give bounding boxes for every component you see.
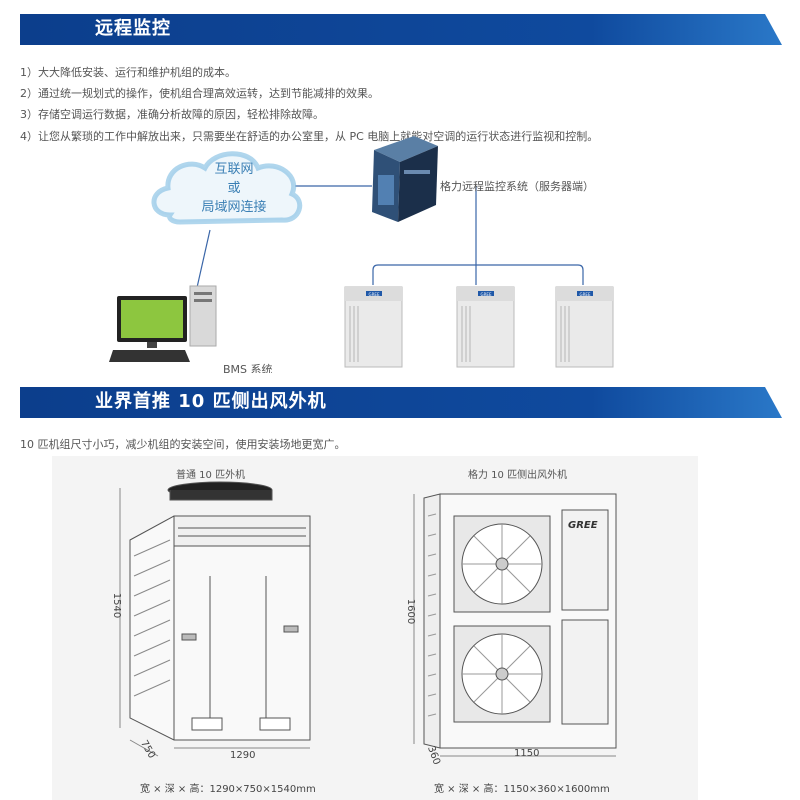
connection-lines — [195, 185, 584, 293]
comparison-panel: 普通 10 匹外机 格力 10 匹侧出风外机 GREE 1540 750 129… — [52, 456, 698, 800]
gree-logo: GREE — [568, 520, 598, 531]
section-title: 远程监控 — [95, 18, 171, 39]
section-title: 业界首推 10 匹侧出风外机 — [95, 391, 327, 412]
server-icon — [372, 136, 438, 222]
bullet-item: 3）存储空调运行数据，准确分析故障的原因，轻松排除故障。 — [20, 108, 324, 121]
cloud-label-line: 局域网连接 — [201, 200, 267, 215]
standard-unit-drawing — [119, 481, 311, 757]
pc-icon — [109, 285, 217, 362]
section-banner-side-discharge: 业界首推 10 匹侧出风外机 — [20, 387, 782, 418]
outdoor-unit-icon — [344, 286, 403, 368]
standard-height-dim: 1540 — [111, 592, 123, 619]
cloud-icon — [151, 151, 303, 225]
outdoor-unit-icon — [456, 286, 515, 368]
pc-label: BMS 系统 — [223, 363, 273, 373]
bullet-item: 4）让您从繁琐的工作中解放出来，只需要坐在舒适的办公室里，从 PC 电脑上就能对… — [20, 130, 599, 143]
cloud-label-line: 或 — [227, 181, 241, 196]
unit-brand-label: GREE — [580, 292, 591, 297]
network-diagram: GREE GREE GREE — [109, 136, 614, 368]
bullet-item: 1）大大降低安装、运行和维护机组的成本。 — [20, 66, 236, 79]
unit-brand-label: GREE — [481, 292, 492, 297]
standard-width-dim: 1290 — [230, 750, 256, 761]
gree-height-dim: 1600 — [405, 598, 417, 625]
units-drawing — [119, 481, 617, 757]
bullet-item: 2）通过统一规划式的操作，使机组合理高效运转，达到节能减排的效果。 — [20, 87, 379, 100]
gree-width-dim: 1150 — [514, 748, 540, 759]
gree-unit-title: 格力 10 匹侧出风外机 — [468, 470, 568, 481]
banner-shape — [20, 387, 782, 418]
cloud-label: 互联网 或 局域网连接 — [186, 160, 282, 217]
banner-shape — [20, 14, 782, 45]
section-banner-remote-monitoring: 远程监控 — [20, 14, 782, 45]
gree-unit-caption: 宽 × 深 × 高：1150×360×1600mm — [434, 784, 610, 795]
section-description: 10 匹机组尺寸小巧，减少机组的安装空间，使用安装场地更宽广。 — [20, 438, 346, 451]
cloud-label-line: 互联网 — [214, 162, 254, 177]
server-label: 格力远程监控系统（服务器端） — [440, 180, 594, 193]
standard-unit-title: 普通 10 匹外机 — [176, 470, 246, 481]
standard-unit-caption: 宽 × 深 × 高：1290×750×1540mm — [140, 784, 316, 795]
gree-unit-drawing — [413, 493, 617, 757]
outdoor-unit-icon — [555, 286, 614, 368]
unit-brand-label: GREE — [369, 292, 380, 297]
